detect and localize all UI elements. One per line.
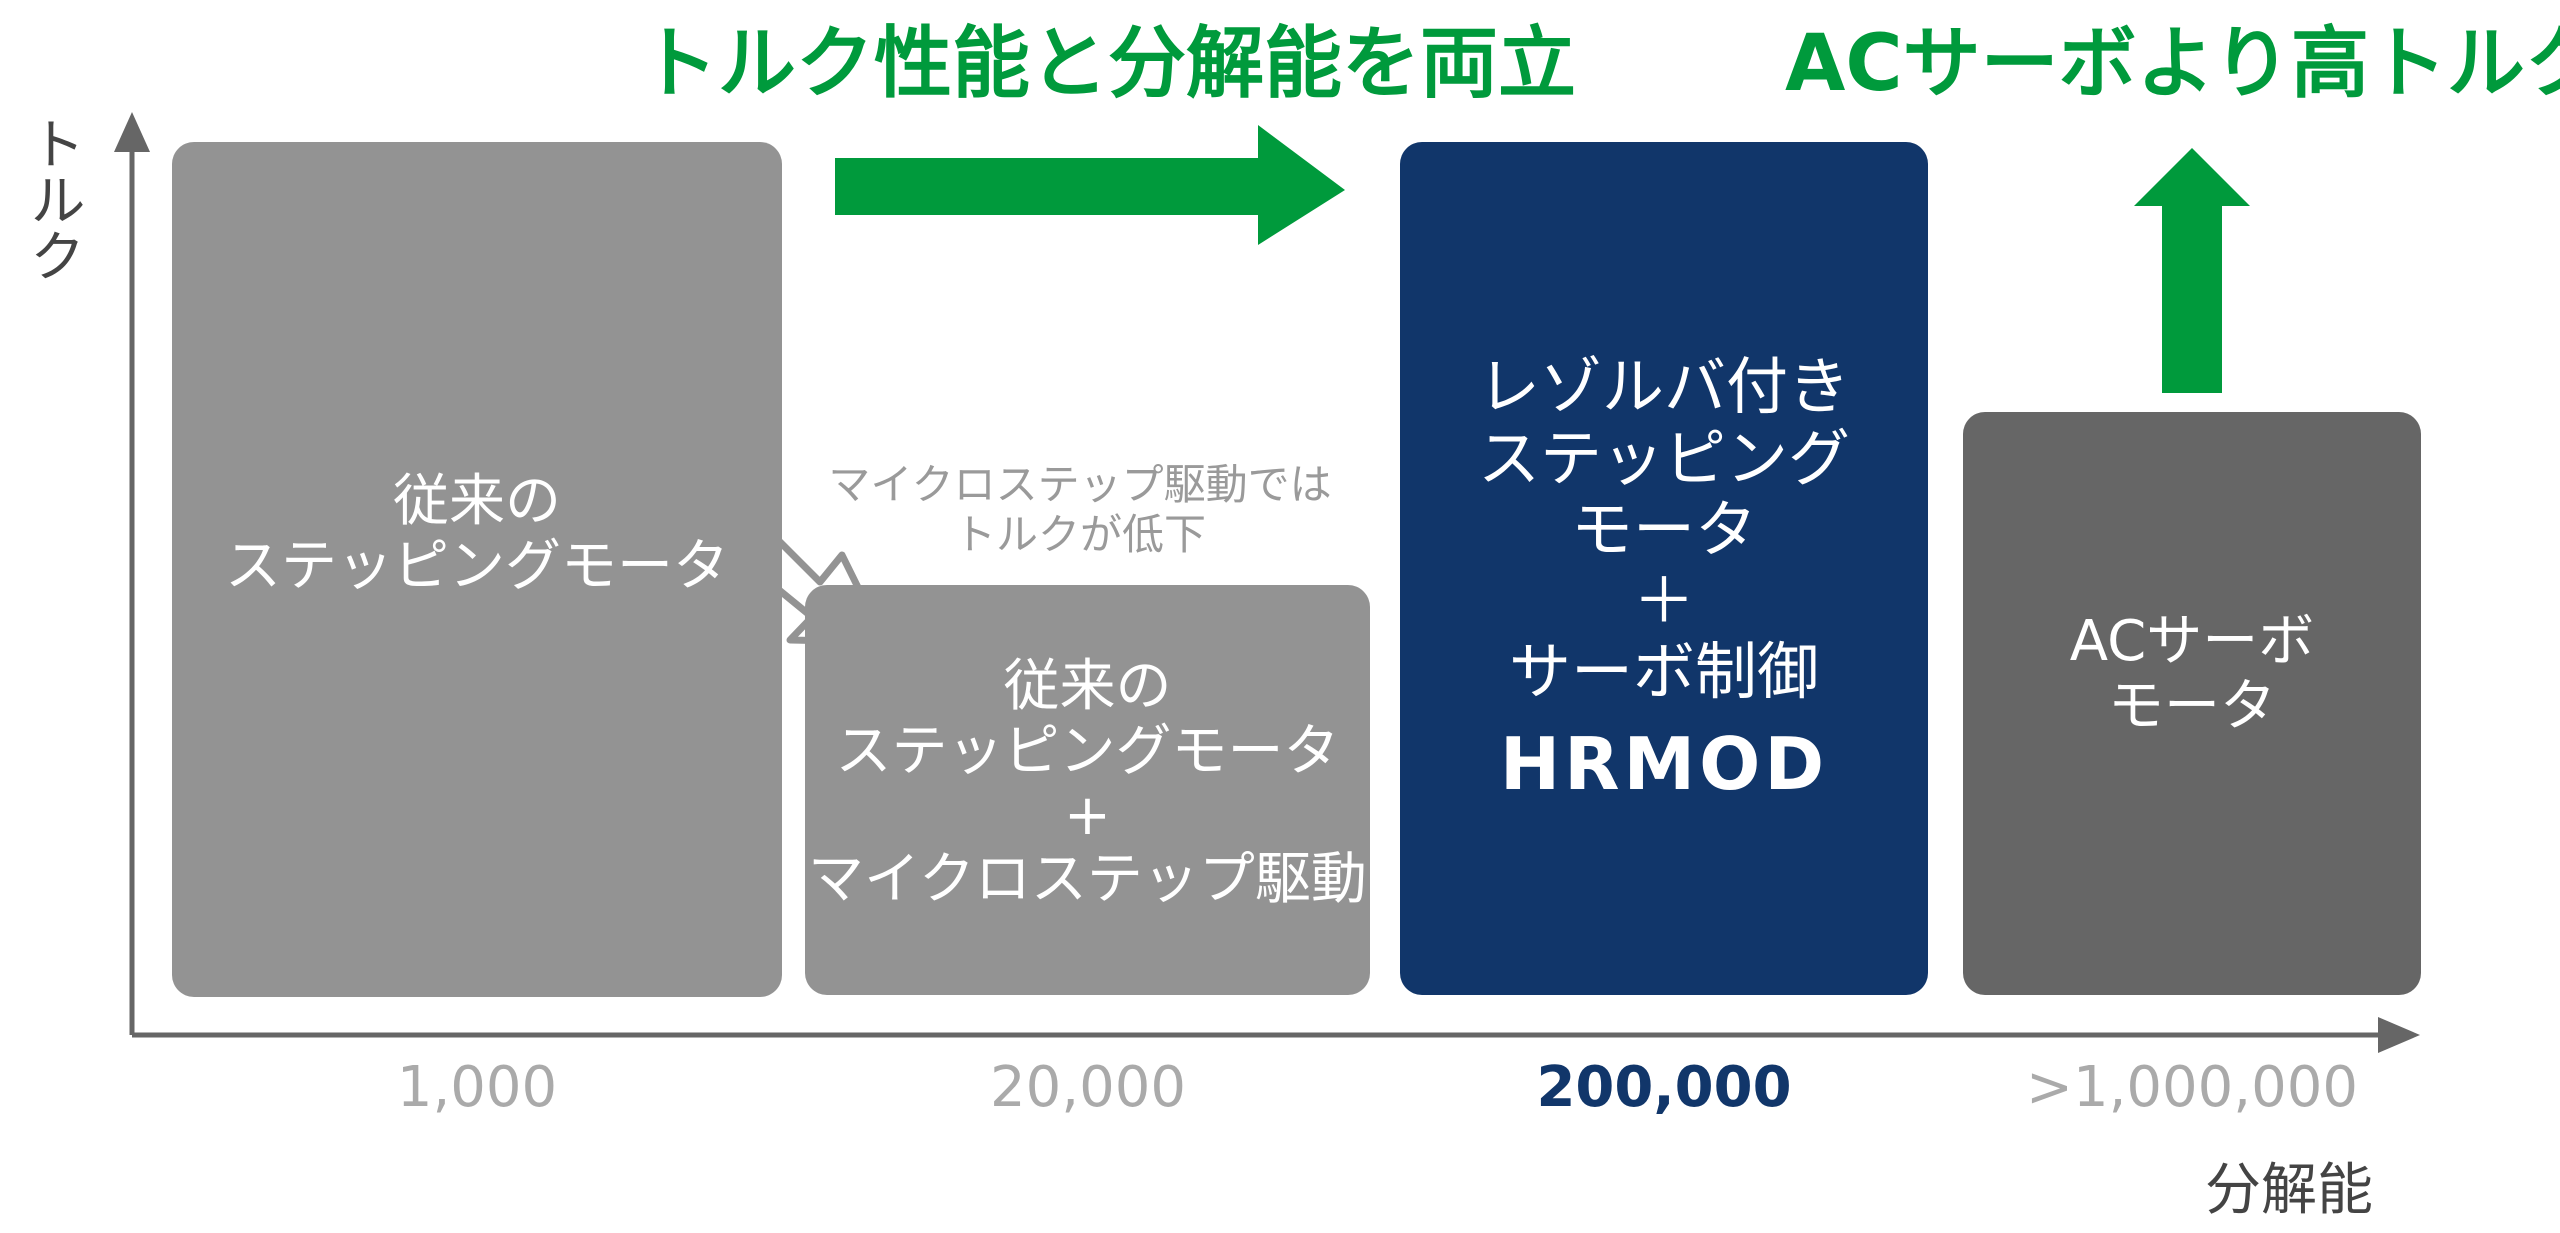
tick-label-20000: 20,000 bbox=[990, 1055, 1186, 1120]
box-microstep-line-2: ステッピングモータ bbox=[835, 718, 1340, 784]
box-microstep-line-1: 従来の bbox=[1003, 654, 1172, 720]
x-axis-label: 分解能 bbox=[2205, 1158, 2373, 1223]
microstep-annotation-line-1: マイクロステップ駆動では bbox=[828, 460, 1332, 509]
tick-label-1000000: >1,000,000 bbox=[2026, 1055, 2358, 1120]
microstep-annotation-line-2: トルクが低下 bbox=[953, 509, 1206, 559]
headline-right: ACサーボより高トルク bbox=[1785, 19, 2560, 109]
box-ac-servo: ACサーボ モータ bbox=[1963, 412, 2421, 995]
green-up-arrow bbox=[2134, 148, 2250, 393]
box-ac-servo-line-1: ACサーボ bbox=[2069, 609, 2315, 675]
box-microstep-line-4: マイクロステップ駆動 bbox=[808, 847, 1367, 913]
x-axis-arrowhead bbox=[2378, 1017, 2420, 1053]
box-resolver-line-4: ＋ bbox=[1632, 564, 1695, 638]
box-resolver-line-1: レゾルバ付き bbox=[1477, 350, 1850, 424]
box-conventional-line-2: ステッピングモータ bbox=[225, 533, 729, 599]
y-axis-arrowhead bbox=[114, 112, 150, 152]
box-resolver-line-2: ステッピング bbox=[1477, 421, 1850, 495]
box-resolver-line-3: モータ bbox=[1570, 492, 1757, 566]
box-conventional-stepping: 従来の ステッピングモータ bbox=[172, 142, 782, 997]
box-ac-servo-line-2: モータ bbox=[2108, 673, 2276, 739]
tick-label-1000: 1,000 bbox=[396, 1055, 558, 1120]
tick-label-200000: 200,000 bbox=[1536, 1055, 1792, 1120]
box-resolver-stepping: レゾルバ付き ステッピング モータ ＋ サーボ制御 HRMOD bbox=[1400, 142, 1928, 995]
hrmod-logo: HRMOD bbox=[1499, 721, 1829, 806]
headline-left: トルク性能と分解能を両立 bbox=[640, 19, 1577, 109]
y-axis-label: トルク bbox=[20, 115, 85, 283]
box-resolver-line-5: サーボ制御 bbox=[1508, 635, 1819, 709]
microstep-annotation: マイクロステップ駆動では トルクが低下 bbox=[780, 460, 1380, 559]
box-microstep-line-3: + bbox=[1064, 783, 1111, 848]
box-conventional-line-1: 従来の bbox=[393, 469, 561, 535]
box-microstep: 従来の ステッピングモータ + マイクロステップ駆動 bbox=[805, 585, 1370, 995]
green-right-arrow bbox=[835, 125, 1345, 245]
